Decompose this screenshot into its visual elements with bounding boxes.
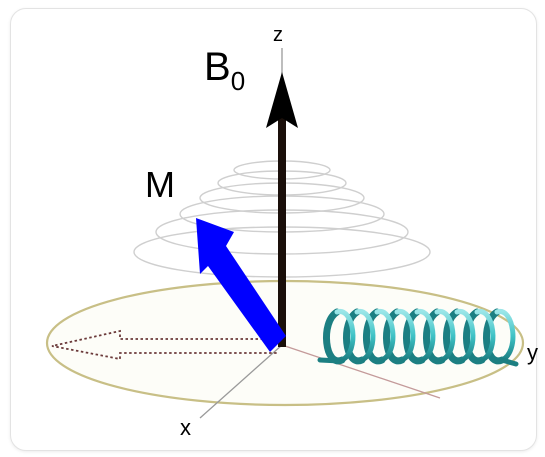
transverse-magnetization-arrow: [51, 329, 278, 361]
z-axis-label: z: [273, 24, 283, 46]
magnetization-vector: [196, 218, 286, 352]
rf-coil-icon: [317, 308, 519, 367]
magnetization-label: M: [145, 164, 175, 205]
y-axis-label: y: [527, 340, 538, 365]
b0-label-subscript: 0: [231, 66, 245, 96]
x-axis-label: x: [180, 415, 191, 440]
x-axis-line: [199, 344, 283, 419]
y-axis-line: [281, 344, 441, 399]
b0-arrow: [266, 72, 298, 347]
b0-label-main: B: [204, 45, 231, 89]
b0-label: B0: [204, 45, 245, 96]
figure-frame: [10, 8, 537, 451]
